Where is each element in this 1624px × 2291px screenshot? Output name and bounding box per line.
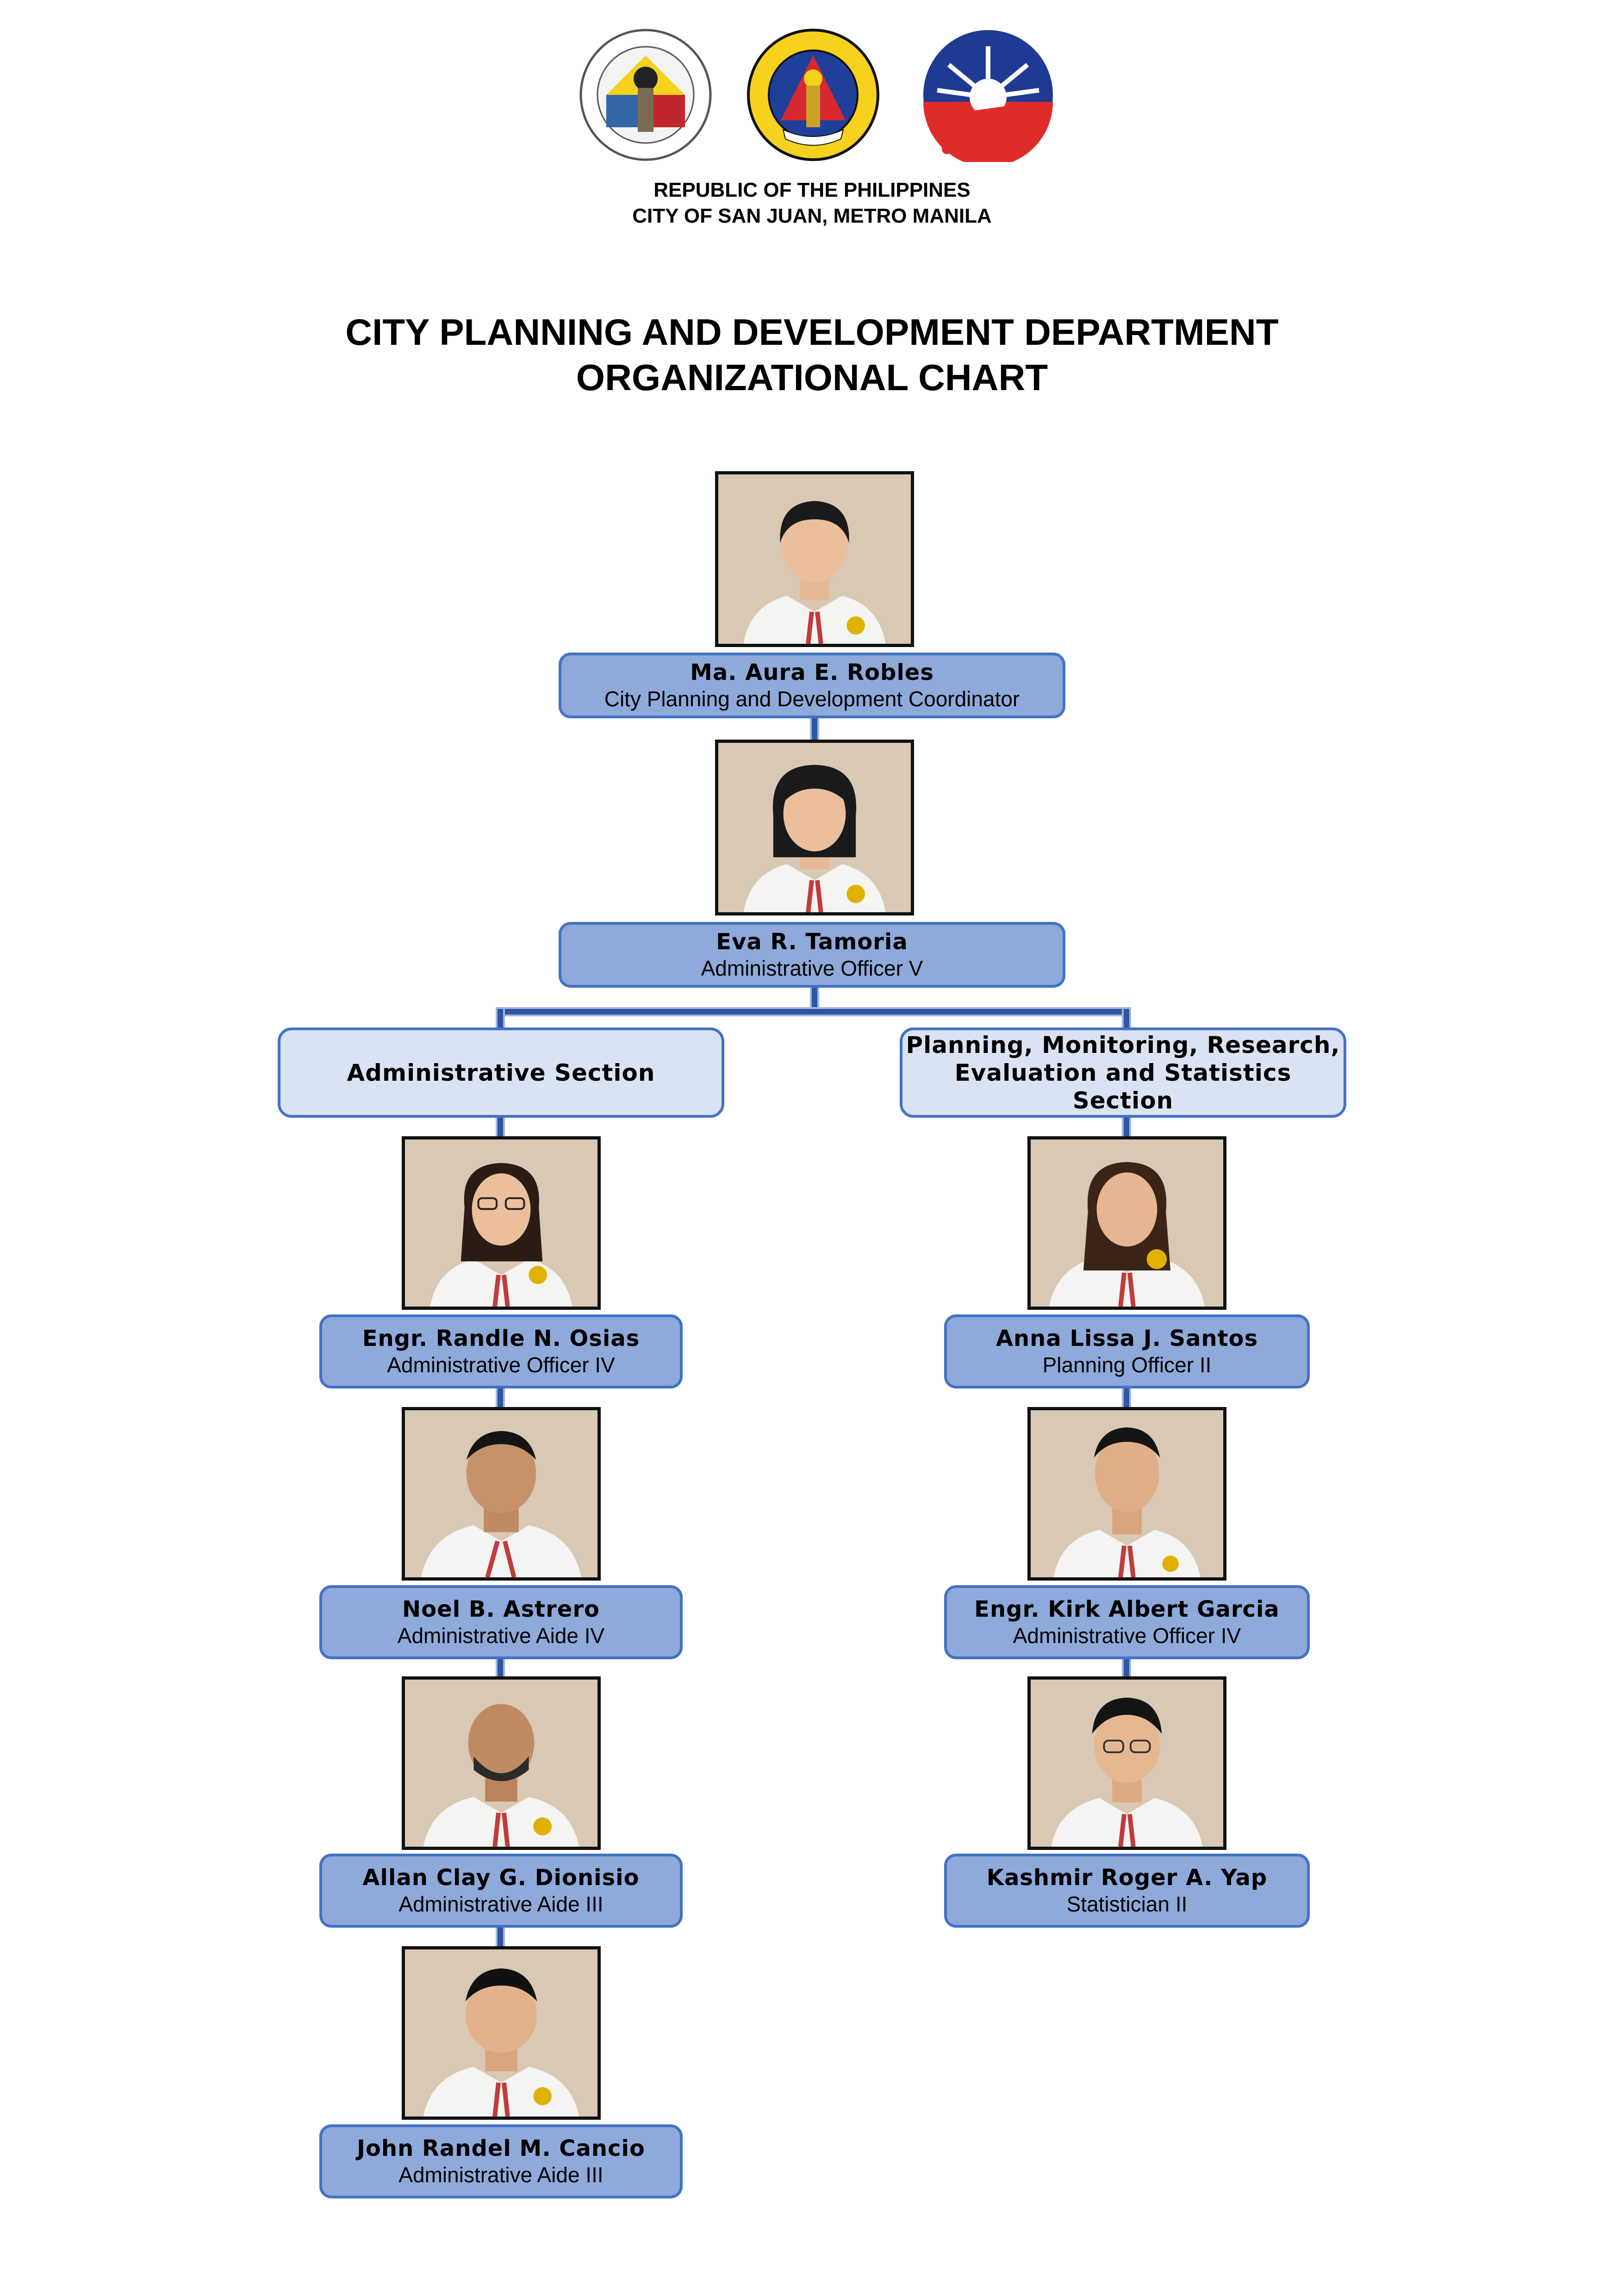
section-administrative: Administrative Section xyxy=(278,1027,724,1118)
name-plate-garcia: Engr. Kirk Albert Garcia Administrative … xyxy=(944,1585,1310,1659)
photo-osias xyxy=(402,1136,601,1310)
person-position: Administrative Officer IV xyxy=(387,1353,615,1377)
photo-astrero xyxy=(402,1407,601,1581)
person-portrait-icon xyxy=(405,1410,597,1577)
page-subtitle: ORGANIZATIONAL CHART xyxy=(576,357,1048,398)
makabagong-san-juan-logo-icon xyxy=(921,28,1055,167)
header-logos xyxy=(0,28,1624,167)
name-plate-astrero: Noel B. Astrero Administrative Aide IV xyxy=(319,1585,683,1659)
photo-head xyxy=(715,471,914,647)
header-country: REPUBLIC OF THE PHILIPPINES xyxy=(653,179,971,201)
section-label: Administrative Section xyxy=(347,1059,655,1086)
person-portrait-icon xyxy=(1031,1139,1223,1307)
person-portrait-icon xyxy=(405,1949,597,2117)
name-plate-cancio: John Randel M. Cancio Administrative Aid… xyxy=(319,2124,683,2198)
name-plate-dionisio: Allan Clay G. Dionisio Administrative Ai… xyxy=(319,1854,683,1928)
connector xyxy=(812,982,817,1015)
section-planning-monitoring: Planning, Monitoring, Research, Evaluati… xyxy=(900,1027,1346,1118)
connector xyxy=(498,1009,503,1030)
name-plate-yap: Kashmir Roger A. Yap Statistician II xyxy=(944,1854,1310,1928)
photo-garcia xyxy=(1027,1407,1226,1581)
photo-dionisio xyxy=(402,1676,601,1850)
san-juan-city-seal-icon xyxy=(746,28,880,162)
person-name: Anna Lissa J. Santos xyxy=(996,1326,1258,1351)
person-position: Administrative Officer V xyxy=(701,956,923,980)
person-portrait-icon xyxy=(405,1139,597,1307)
name-plate-santos: Anna Lissa J. Santos Planning Officer II xyxy=(944,1314,1310,1388)
connector xyxy=(1124,1009,1129,1030)
page-title: CITY PLANNING AND DEVELOPMENT DEPARTMENT xyxy=(345,311,1279,353)
section-label-line1: Planning, Monitoring, Research, xyxy=(906,1031,1340,1058)
person-portrait-icon xyxy=(718,743,911,912)
cpdd-seal-icon xyxy=(579,28,713,162)
person-position: Administrative Aide III xyxy=(398,2163,604,2187)
person-name: Engr. Kirk Albert Garcia xyxy=(974,1596,1280,1622)
person-name: John Randel M. Cancio xyxy=(357,2135,645,2161)
person-position: Planning Officer II xyxy=(1042,1353,1212,1377)
person-name: Engr. Randle N. Osias xyxy=(362,1326,640,1351)
connector xyxy=(498,1009,1129,1015)
header-city: CITY OF SAN JUAN, METRO MANILA xyxy=(632,205,992,227)
person-name: Kashmir Roger A. Yap xyxy=(986,1865,1268,1891)
connector xyxy=(498,1387,503,1413)
person-position: Administrative Officer IV xyxy=(1013,1624,1241,1648)
person-portrait-icon xyxy=(405,1680,597,1847)
name-plate-osias: Engr. Randle N. Osias Administrative Off… xyxy=(319,1314,683,1388)
photo-deputy xyxy=(715,740,914,915)
person-position: Administrative Aide III xyxy=(398,1892,604,1916)
person-position: City Planning and Development Coordinato… xyxy=(604,687,1020,711)
person-portrait-icon xyxy=(718,474,911,644)
connector xyxy=(1124,1656,1129,1683)
person-portrait-icon xyxy=(1031,1410,1223,1577)
name-plate-deputy: Eva R. Tamoria Administrative Officer V xyxy=(559,922,1065,988)
person-portrait-icon xyxy=(1031,1680,1223,1847)
person-position: Statistician II xyxy=(1066,1892,1188,1916)
connector xyxy=(498,1656,503,1683)
person-name: Allan Clay G. Dionisio xyxy=(362,1865,640,1891)
person-name: Eva R. Tamoria xyxy=(716,929,908,955)
connector xyxy=(1124,1387,1129,1413)
photo-cancio xyxy=(402,1946,601,2120)
name-plate-head: Ma. Aura E. Robles City Planning and Dev… xyxy=(559,653,1065,718)
photo-yap xyxy=(1027,1676,1226,1850)
photo-santos xyxy=(1027,1136,1226,1310)
person-name: Noel B. Astrero xyxy=(402,1596,600,1622)
connector xyxy=(812,713,817,740)
person-position: Administrative Aide IV xyxy=(397,1624,605,1648)
section-label-line2: Evaluation and Statistics Section xyxy=(954,1059,1292,1114)
person-name: Ma. Aura E. Robles xyxy=(690,660,934,685)
